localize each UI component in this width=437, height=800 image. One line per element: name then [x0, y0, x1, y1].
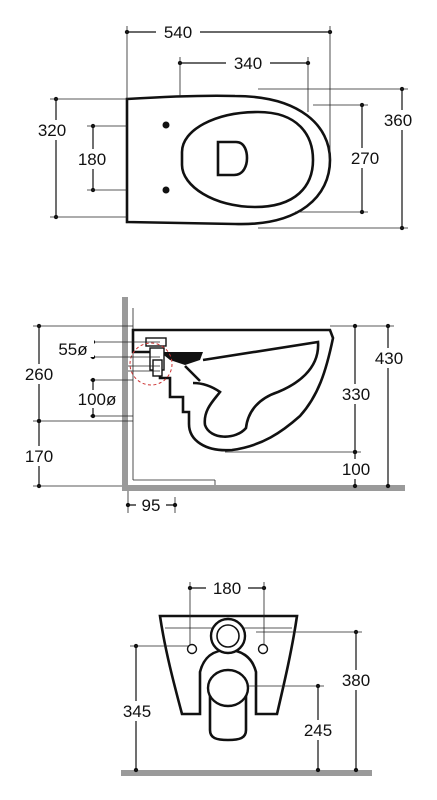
top-view-outlet [216, 140, 249, 177]
top-view-bowl-outline [125, 94, 332, 226]
front-view: 180 380 345 245 [114, 578, 379, 776]
dim-380: 380 [342, 671, 370, 690]
dim-340: 340 [234, 54, 262, 73]
wall [122, 297, 128, 491]
dim-320: 320 [38, 121, 66, 140]
top-view-inner-bowl [180, 110, 315, 209]
dim-95: 95 [142, 496, 161, 515]
dim-270: 270 [351, 149, 379, 168]
dim-260: 260 [25, 365, 53, 384]
front-fixing-hole-right [257, 643, 269, 655]
floor-front [121, 770, 372, 776]
front-inlet-circle [209, 617, 247, 655]
dim-360: 360 [384, 111, 412, 130]
dim-430: 430 [375, 349, 403, 368]
floor-side [122, 485, 405, 491]
dim-180-front: 180 [213, 579, 241, 598]
front-fixing-hole-left [186, 643, 198, 655]
top-view: 540 340 320 180 360 270 [30, 22, 424, 231]
side-view: 55ø 100ø 260 170 430 330 100 [16, 297, 412, 515]
dim-55-diameter: 55ø [58, 340, 87, 359]
outlet-detail-circle [129, 342, 173, 386]
fixing-hole-bottom [162, 186, 170, 194]
dim-345: 345 [123, 702, 151, 721]
dim-180-top: 180 [78, 150, 106, 169]
dim-245: 245 [304, 721, 332, 740]
dim-100: 100 [342, 460, 370, 479]
dim-170: 170 [25, 447, 53, 466]
dim-540: 540 [164, 23, 192, 42]
fixing-hole-top [162, 121, 170, 129]
front-outlet-ellipse [206, 668, 250, 708]
side-view-siphon [192, 340, 320, 438]
dim-100-diameter: 100ø [78, 390, 117, 409]
dim-330: 330 [342, 385, 370, 404]
